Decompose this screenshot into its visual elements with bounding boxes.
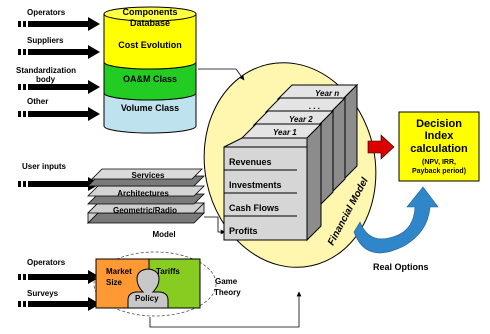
label-other: Other (27, 97, 48, 106)
label-market-2: Size (106, 278, 123, 287)
arrow-surveys (18, 297, 100, 311)
arrow-suppliers (18, 45, 100, 59)
connector-game-to-model (149, 291, 302, 328)
arrow-operators-top (18, 17, 100, 31)
label-geometric-1: Geometric/Radio (113, 206, 177, 215)
arrow-standardization (18, 80, 100, 94)
db-volume-class: Volume Class (121, 103, 179, 113)
label-revenues: Revenues (229, 157, 272, 167)
db-components-2: Database (130, 18, 170, 28)
decision-line-1: Decision (416, 118, 462, 130)
cylinder-cost-section (103, 13, 197, 70)
label-services: Services (132, 171, 165, 180)
red-arrow (367, 134, 395, 160)
input-arrows (18, 17, 100, 311)
game-panels (95, 258, 201, 309)
label-dots: . . . (309, 102, 320, 111)
cylinder-top (103, 6, 197, 22)
policy-shape (127, 268, 169, 309)
label-standardization-2: body (36, 75, 56, 84)
label-geometric-2: Model (152, 230, 175, 239)
label-user-inputs: User inputs (22, 162, 67, 171)
layer-planes (87, 168, 205, 224)
arrow-operators-bottom (18, 270, 100, 284)
label-real-options: Real Options (373, 262, 429, 272)
db-cost-evolution: Cost Evolution (118, 40, 182, 50)
connector-layers-to-model (204, 216, 226, 235)
plane-services (87, 168, 205, 187)
decision-line-3: calculation (410, 143, 468, 155)
label-market-1: Market (106, 267, 132, 276)
arrow-other (18, 107, 100, 121)
plane-architectures (87, 185, 205, 205)
decision-box (398, 111, 480, 182)
decision-line-4: (NPV, IRR, (422, 159, 456, 166)
label-cash-flows: Cash Flows (229, 203, 279, 213)
label-surveys: Surveys (27, 289, 59, 298)
label-suppliers: Suppliers (27, 36, 64, 45)
connector-db-to-model (198, 68, 245, 81)
label-game-1: Game (215, 277, 238, 286)
year-stack (223, 83, 359, 242)
arrow-user-inputs (18, 177, 100, 191)
label-year-n: Year n (315, 89, 339, 98)
label-year-2: Year 2 (289, 115, 313, 124)
label-policy: Policy (135, 294, 159, 303)
db-components-1: Components (123, 7, 178, 17)
label-architectures: Architectures (117, 189, 169, 198)
label-operators-bottom: Operators (27, 258, 66, 267)
db-oam-class: OA&M Class (123, 74, 177, 84)
label-game-2: Theory (214, 288, 241, 297)
decision-line-5: Payback period) (412, 168, 466, 175)
real-options-arrow (353, 186, 439, 254)
label-investments: Investments (229, 180, 282, 190)
label-tariffs: Tariffs (156, 267, 180, 276)
label-standardization-1: Standardization (16, 66, 76, 75)
game-ellipse (93, 251, 217, 317)
plane-geometric (87, 202, 205, 224)
label-operators-top: Operators (27, 8, 66, 17)
database-cylinder (103, 6, 197, 134)
label-year-1: Year 1 (273, 128, 297, 137)
decision-line-2: Index (425, 130, 455, 142)
label-profits: Profits (229, 226, 258, 236)
